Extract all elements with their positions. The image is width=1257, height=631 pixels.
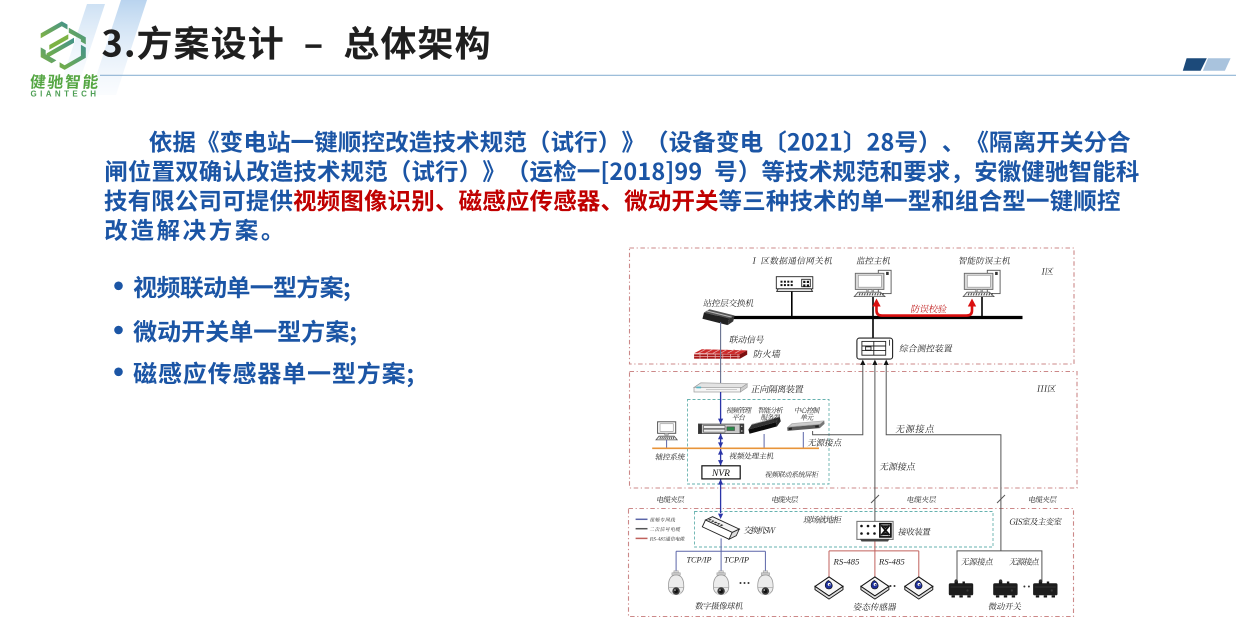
- svg-text:RS-485: RS-485: [833, 557, 860, 567]
- svg-text:TCP/IP: TCP/IP: [686, 556, 711, 565]
- svg-text:RS-485: RS-485: [878, 557, 905, 567]
- svg-text:TCP/IP: TCP/IP: [724, 556, 749, 565]
- svg-text:NVR: NVR: [711, 469, 730, 479]
- svg-text:GIANTECH: GIANTECH: [31, 90, 100, 99]
